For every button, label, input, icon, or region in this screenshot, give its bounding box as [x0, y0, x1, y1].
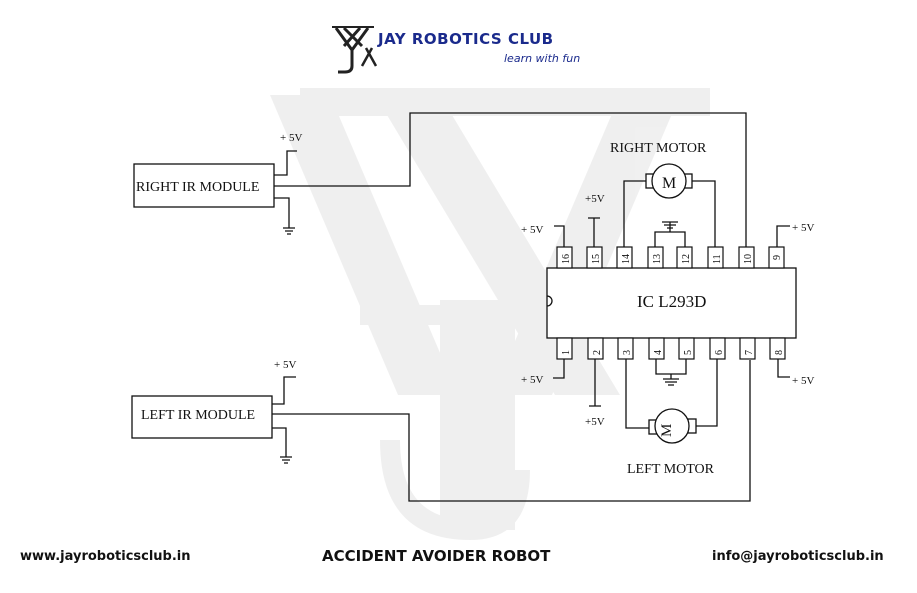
pin9-supply-label: + 5V [792, 222, 814, 234]
club-logo [332, 26, 378, 74]
footer-email: info@jayroboticsclub.in [712, 549, 884, 564]
left-motor-symbol: M [659, 424, 675, 437]
ic-notch [546, 295, 553, 307]
top-pin-wiring: + 5V +5V + 5V [521, 180, 814, 247]
footer-title: ACCIDENT AVOIDER ROBOT [322, 547, 551, 565]
right-motor: M [645, 163, 693, 199]
pin-6: 6 [714, 350, 725, 355]
right-motor-symbol: M [662, 175, 676, 192]
ic-label: IC L293D [637, 292, 706, 311]
watermark [270, 88, 710, 540]
right-motor-label: RIGHT MOTOR [610, 141, 707, 156]
ic-l293d-body [546, 267, 797, 339]
bottom-pins: 1 2 3 4 5 6 7 8 [556, 337, 786, 360]
pin-16: 16 [561, 254, 572, 264]
pin-12: 12 [681, 254, 692, 264]
footer-website: www.jayroboticsclub.in [20, 549, 191, 564]
pin-7: 7 [744, 350, 755, 355]
left-motor: M [648, 408, 697, 444]
pin-3: 3 [622, 350, 633, 355]
left-ir-module-box [131, 395, 273, 439]
pin-2: 2 [592, 350, 603, 355]
top-pins: 16 15 14 13 12 11 10 9 [556, 246, 785, 269]
left-ir-module-label: LEFT IR MODULE [141, 408, 255, 423]
bottom-pin-wiring: + 5V +5V + 5V [521, 359, 814, 429]
brand-name: JAY ROBOTICS CLUB [377, 30, 554, 48]
right-ir-module-box [133, 163, 275, 208]
pin-8: 8 [774, 350, 785, 355]
pin16-supply-label: + 5V [521, 224, 543, 236]
pin2-supply-label: +5V [585, 416, 605, 428]
right-ir-module-label: RIGHT IR MODULE [136, 180, 259, 195]
pin-13: 13 [652, 254, 663, 264]
pin1-supply-label: + 5V [521, 374, 543, 386]
left-ir-supply-label: + 5V [274, 359, 296, 371]
brand-tagline: learn with fun [504, 52, 580, 65]
right-ir-wiring: + 5V [274, 112, 747, 247]
pin-11: 11 [712, 254, 723, 264]
left-ir-wiring: + 5V [272, 359, 751, 502]
pin-14: 14 [621, 254, 632, 264]
pin-1: 1 [561, 350, 572, 355]
pin-5: 5 [683, 350, 694, 355]
pin-4: 4 [653, 350, 664, 355]
pin8-supply-label: + 5V [792, 375, 814, 387]
pin-10: 10 [743, 254, 754, 264]
left-motor-label: LEFT MOTOR [627, 462, 715, 477]
right-ir-supply-label: + 5V [280, 132, 302, 144]
pin-9: 9 [772, 255, 783, 260]
pin-15: 15 [591, 254, 602, 264]
pin15-supply-label: +5V [585, 193, 605, 205]
